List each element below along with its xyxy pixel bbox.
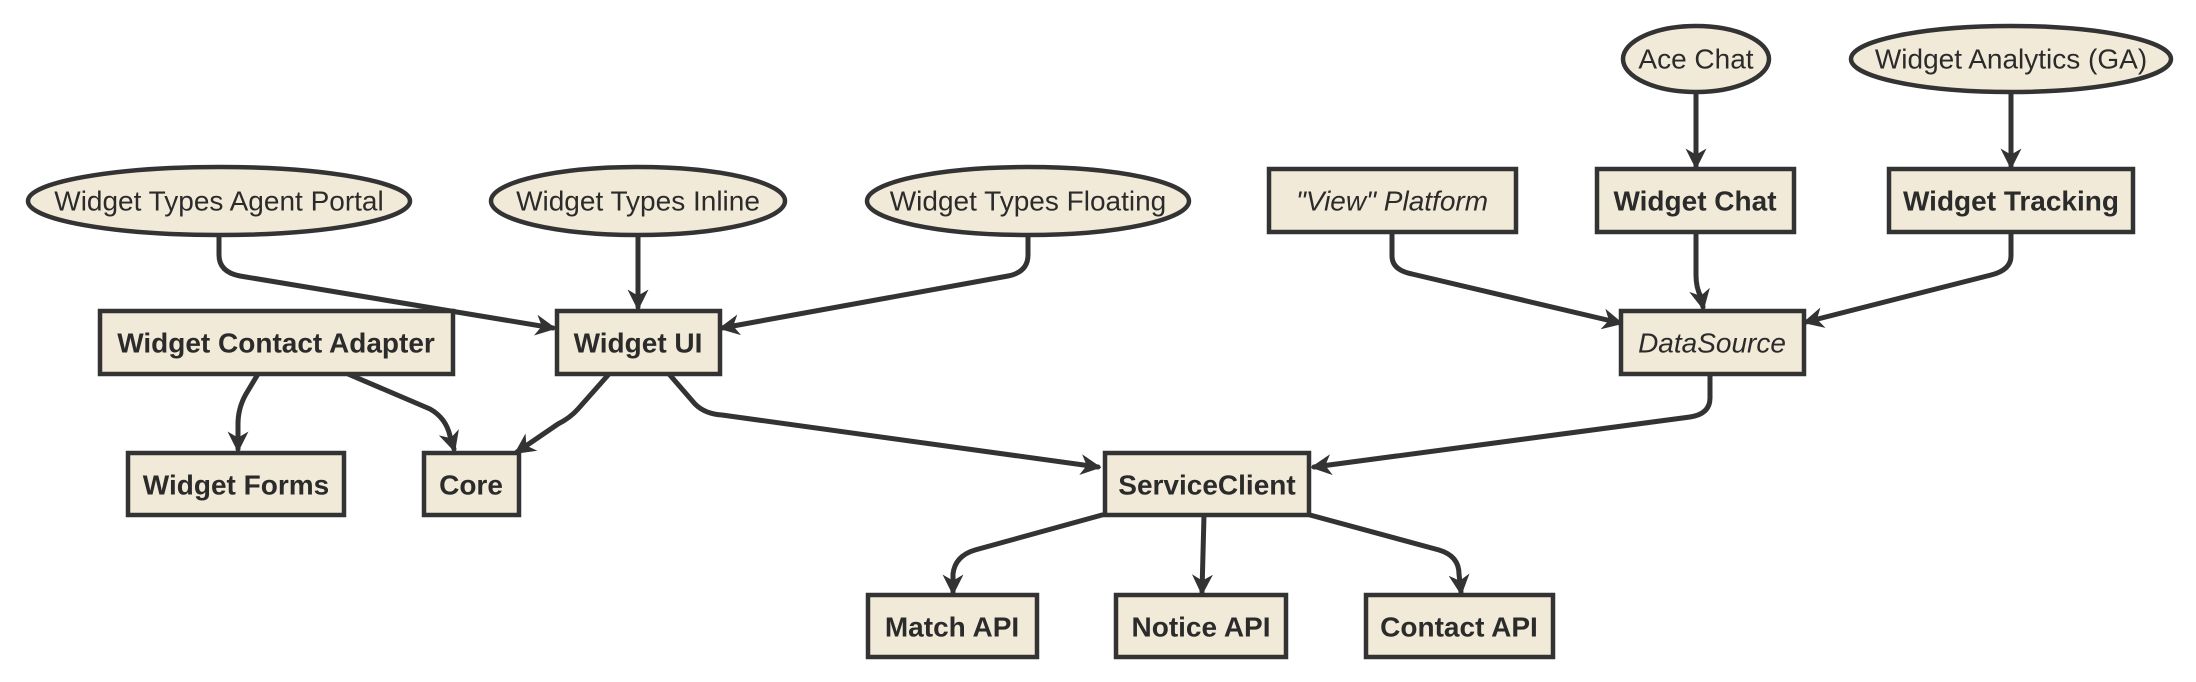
edge-contact-adapter-to-widget-forms [227,371,261,453]
edge-contact-adapter-to-core [345,371,459,453]
node-widget-ui: Widget UI [554,308,723,377]
edge-view-platform-to-datasource [1389,230,1624,330]
node-label: Widget Types Agent Portal [54,186,383,217]
node-label: DataSource [1638,328,1786,359]
node-label: Widget Types Inline [516,186,760,217]
edge-widget-ui-to-core [514,371,612,455]
node-label: Widget Forms [143,470,329,501]
node-serviceclient: ServiceClient [1102,450,1312,518]
edge-serviceclient-to-contact-api [1307,512,1470,596]
edge-widget-tracking-to-datasource [1802,230,2014,328]
node-label: Widget Types Floating [890,186,1167,217]
node-label: Widget Contact Adapter [117,328,435,359]
node-widget-types-floating: Widget Types Floating [864,164,1192,238]
node-widget-chat: Widget Chat [1594,166,1797,235]
edge-widget-chat-to-datasource [1689,230,1710,311]
node-label: "View" Platform [1296,186,1488,217]
node-label: Widget Analytics (GA) [1875,44,2147,75]
node-core: Core [421,450,522,518]
node-label: Notice API [1132,612,1271,643]
node-label: Widget Tracking [1903,186,2119,217]
node-widget-tracking: Widget Tracking [1886,166,2136,235]
node-label: ServiceClient [1118,470,1295,501]
node-label: Ace Chat [1638,44,1753,75]
node-notice-api: Notice API [1113,592,1289,660]
edge-serviceclient-to-notice-api [1191,512,1213,596]
node-widget-contact-adapter: Widget Contact Adapter [97,308,456,377]
node-widget-forms: Widget Forms [125,450,347,518]
edges [216,89,2022,596]
node-match-api: Match API [865,592,1040,660]
edge-agent-portal-to-widget-ui [216,232,557,336]
node-ace-chat: Ace Chat [1620,23,1772,95]
edge-floating-to-widget-ui [718,232,1031,336]
edge-datasource-to-serviceclient [1310,371,1713,476]
node-view-platform: "View" Platform [1266,166,1519,235]
edge-widget-ui-to-serviceclient [666,371,1102,476]
node-widget-types-agent-portal: Widget Types Agent Portal [25,164,413,238]
node-label: Widget UI [574,328,703,359]
node-contact-api: Contact API [1363,592,1556,660]
node-widget-analytics: Widget Analytics (GA) [1848,23,2174,95]
node-label: Core [439,470,503,501]
node-label: Contact API [1380,612,1538,643]
node-datasource: DataSource [1618,308,1807,377]
node-label: Widget Chat [1613,186,1776,217]
node-label: Match API [885,612,1019,643]
node-widget-types-inline: Widget Types Inline [488,164,788,238]
edge-serviceclient-to-match-api [942,512,1105,596]
